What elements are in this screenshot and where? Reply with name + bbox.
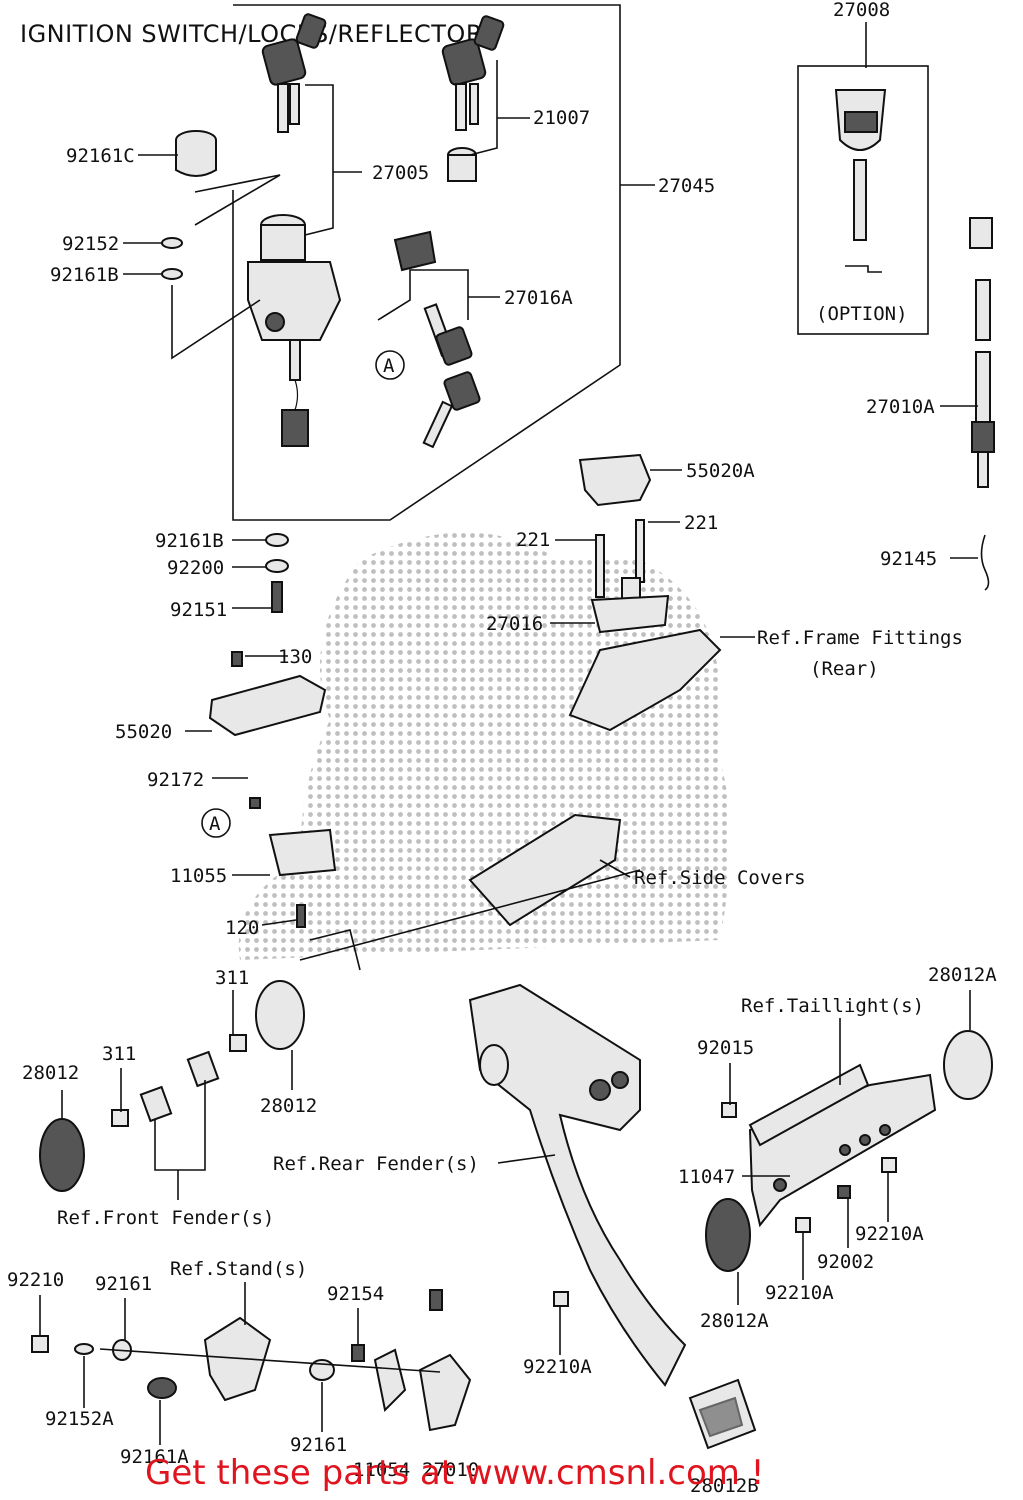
lock-27016 [590, 577, 670, 634]
promo-link[interactable]: Get these parts at www.cmsnl.com ! [145, 1453, 765, 1493]
label-28012B: 28012B [690, 1475, 759, 1497]
label-27005: 27005 [372, 162, 429, 184]
label-ref-stand: Ref.Stand(s) [170, 1258, 307, 1280]
label-27016A: 27016A [504, 287, 573, 309]
label-55020: 55020 [115, 721, 172, 743]
cap-92161C [175, 130, 217, 177]
label-27008: 27008 [833, 0, 890, 21]
seat-lock-27016A [393, 230, 481, 449]
label-92154: 92154 [327, 1283, 384, 1305]
stand-switch-assembly [31, 1289, 472, 1432]
label-28012-left: 28012 [22, 1062, 79, 1084]
reflector-28012B [688, 1378, 757, 1450]
reflector-28012-left [39, 1118, 85, 1192]
assembly-frame-27045 [232, 4, 655, 521]
label-92161-top: 92161 [95, 1273, 152, 1295]
page-title: IGNITION SWITCH/LOCKS/REFLECTORS [20, 20, 499, 48]
marker-a-top: A [375, 350, 405, 380]
label-92161C: 92161C [66, 145, 135, 167]
label-option: (OPTION) [816, 303, 908, 325]
marker-a-mid-label: A [209, 813, 221, 835]
label-92161B-mid: 92161B [155, 530, 224, 552]
label-92161-bottom: 92161 [290, 1434, 347, 1456]
rear-fender [468, 983, 687, 1387]
label-92015: 92015 [697, 1037, 754, 1059]
label-311-mid: 311 [102, 1043, 136, 1065]
label-ref-frame-rear: (Rear) [810, 658, 879, 680]
label-27045: 27045 [658, 175, 715, 197]
cover-55020 [208, 651, 327, 737]
label-11054: 11054 [353, 1459, 410, 1481]
reflector-28012-mid [255, 980, 305, 1050]
label-221-left: 221 [516, 529, 550, 551]
label-92210A-bottom: 92210A [523, 1356, 592, 1378]
label-92002: 92002 [817, 1251, 874, 1273]
label-27016: 27016 [486, 613, 543, 635]
label-28012A-bottom: 28012A [700, 1310, 769, 1332]
label-92151: 92151 [170, 599, 227, 621]
label-11047: 11047 [678, 1166, 735, 1188]
label-92200: 92200 [167, 557, 224, 579]
label-221-right: 221 [684, 512, 718, 534]
label-92152: 92152 [62, 233, 119, 255]
bracket-11047 [748, 1063, 937, 1228]
label-ref-frame-fittings: Ref.Frame Fittings [757, 627, 963, 649]
marker-a-top-label: A [383, 355, 395, 377]
lock-cylinder-21007 [447, 147, 477, 182]
switch-27010A [969, 217, 995, 591]
ignition-switch-body [247, 214, 342, 447]
label-92172: 92172 [147, 769, 204, 791]
key-21007-pair [441, 15, 505, 131]
label-27010A: 27010A [866, 396, 935, 418]
label-92145: 92145 [880, 548, 937, 570]
label-11055: 11055 [170, 865, 227, 887]
label-92210: 92210 [7, 1269, 64, 1291]
marker-a-mid: A [201, 808, 231, 838]
option-box [797, 65, 929, 335]
label-130: 130 [278, 646, 312, 668]
label-92152A: 92152A [45, 1408, 114, 1430]
bracket-55020A [578, 453, 652, 507]
side-covers [299, 813, 641, 971]
label-120: 120 [225, 917, 259, 939]
reflector-28012A-bottom [705, 1198, 751, 1272]
label-ref-side-covers: Ref.Side Covers [634, 867, 806, 889]
label-28012-mid: 28012 [260, 1095, 317, 1117]
washers-92152-92161B [161, 237, 183, 280]
label-92210A-right: 92210A [855, 1223, 924, 1245]
frame-fittings-rear [568, 628, 722, 732]
nuts-and-studs [111, 1034, 897, 1307]
label-92161B-top: 92161B [50, 264, 119, 286]
label-ref-rear-fender: Ref.Rear Fender(s) [273, 1153, 479, 1175]
label-ref-front-fender: Ref.Front Fender(s) [57, 1207, 274, 1229]
leader-lines [39, 22, 978, 1445]
label-27010: 27010 [422, 1459, 479, 1481]
label-21007: 21007 [533, 107, 590, 129]
label-55020A: 55020A [686, 460, 755, 482]
key-27005-pair [261, 13, 327, 133]
label-92210A-mid: 92210A [765, 1282, 834, 1304]
bracket-11055 [249, 797, 337, 928]
label-311-top: 311 [215, 967, 249, 989]
label-28012A-top: 28012A [928, 964, 997, 986]
label-92161A: 92161A [120, 1446, 189, 1468]
reflector-28012A-top [943, 1030, 993, 1100]
part-labels: 27008 21007 92161C 27005 27045 92152 921… [7, 0, 997, 1497]
washers-92161B-92200-92151 [265, 533, 289, 613]
label-ref-taillight: Ref.Taillight(s) [741, 995, 924, 1017]
key-27008 [834, 89, 887, 273]
